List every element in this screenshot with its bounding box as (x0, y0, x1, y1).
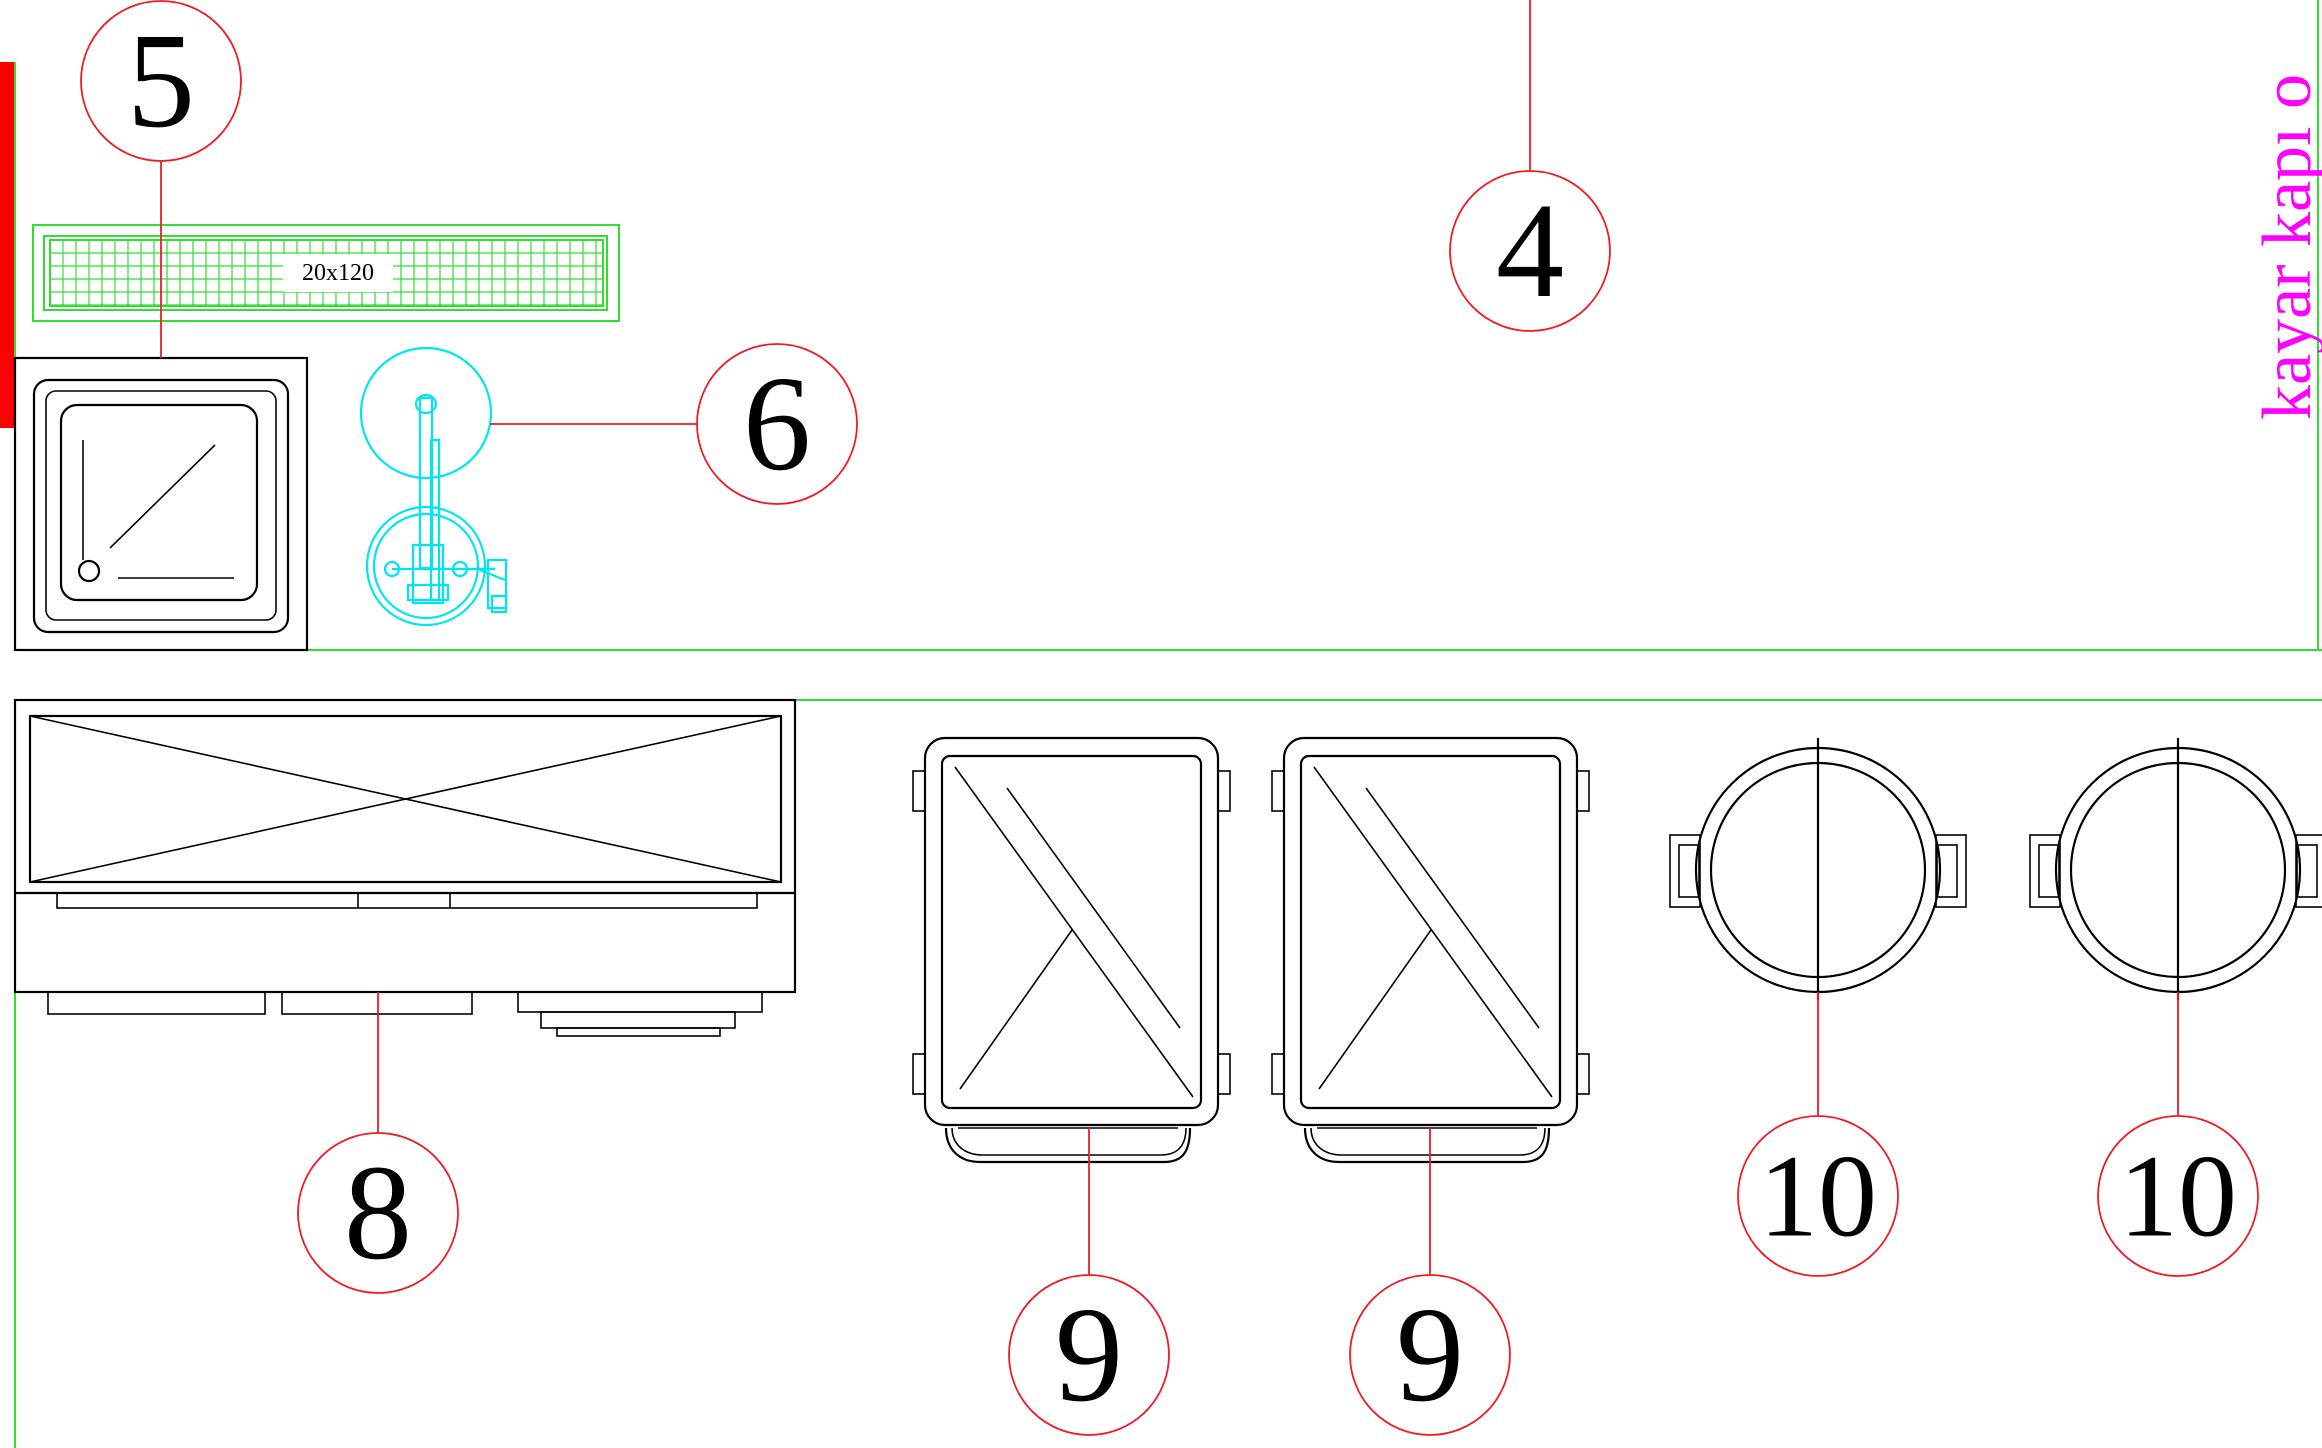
hand-sink (13, 356, 309, 652)
stock-pot-1 (1669, 738, 1967, 1000)
tag-4: 4 (1449, 170, 1611, 332)
svg-text:5: 5 (127, 6, 195, 156)
leader-lines (160, 0, 2179, 1275)
svg-text:4: 4 (1496, 176, 1564, 326)
floor-grate: 20x120 (32, 224, 620, 322)
sliding-door-note: kayar kapı o (2249, 74, 2322, 420)
tag-6: 6 (696, 343, 858, 505)
tilting-pan-2 (1271, 736, 1590, 1164)
tag-5: 5 (80, 0, 242, 162)
pre-rinse-faucet (359, 346, 508, 627)
floor-grate-label: 20x120 (302, 260, 374, 286)
tag-10-right: 10 (2097, 1115, 2259, 1277)
svg-text:10: 10 (2119, 1131, 2237, 1262)
wall-red-marker (0, 62, 15, 428)
svg-text:9: 9 (1055, 1280, 1123, 1430)
svg-text:8: 8 (344, 1138, 412, 1288)
stock-pot-2 (2029, 738, 2322, 1000)
sink-drain (77, 559, 101, 583)
tag-8: 8 (297, 1132, 459, 1294)
tag-9-right: 9 (1349, 1274, 1511, 1436)
tag-9-left: 9 (1008, 1274, 1170, 1436)
tilting-pan-1 (912, 736, 1231, 1164)
tag-10-left: 10 (1737, 1115, 1899, 1277)
range-unit (13, 698, 797, 1037)
svg-text:6: 6 (743, 349, 811, 499)
svg-text:10: 10 (1759, 1131, 1877, 1262)
svg-text:9: 9 (1396, 1280, 1464, 1430)
